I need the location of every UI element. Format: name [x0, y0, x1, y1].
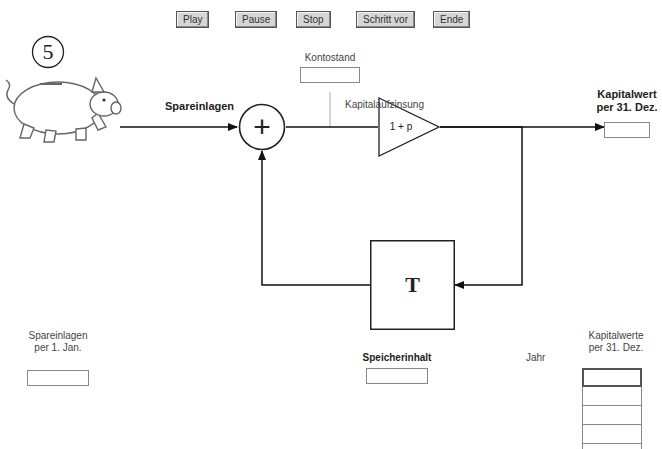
- signal-wire: [262, 151, 370, 285]
- step-button: Schritt vor: [356, 11, 415, 28]
- value-box: [604, 122, 650, 138]
- field-label: Spareinlagen per 1. Jan.: [20, 330, 96, 354]
- value-table: [582, 368, 650, 449]
- button-label: Play: [183, 14, 202, 25]
- memory-field: Speicherinhalt: [352, 352, 442, 384]
- step-number: 5: [31, 35, 65, 69]
- piggy-bank: [6, 78, 121, 142]
- field-label: Speicherinhalt: [352, 352, 442, 364]
- capital-table: Kapitalwerte per 31. Dez.: [582, 330, 650, 449]
- field-label: Kapitalwert per 31. Dez.: [594, 88, 660, 114]
- stop-button: Stop: [296, 11, 331, 28]
- adder-circle: +: [238, 103, 286, 151]
- block-label: Kapitalaufzinsung: [345, 99, 424, 110]
- symbol-label: 1 + p: [390, 121, 413, 133]
- year-label: Jahr: [526, 352, 545, 363]
- balance-field: Kontostand: [290, 52, 370, 83]
- button-label: Pause: [242, 14, 270, 25]
- end-button: Ende: [433, 11, 470, 28]
- deposit-field: Spareinlagen per 1. Jan.: [20, 330, 96, 386]
- symbol-label: 5: [43, 40, 54, 64]
- field-label: Kontostand: [290, 52, 370, 64]
- value-box: [366, 368, 428, 384]
- play-button: Play: [176, 11, 209, 28]
- capital-field: Kapitalwert per 31. Dez.: [594, 88, 660, 138]
- input-label: Spareinlagen: [165, 100, 234, 112]
- table-cell: [582, 406, 642, 425]
- symbol-label: T: [405, 273, 420, 297]
- table-cell: [582, 387, 642, 406]
- input-wire: [120, 126, 237, 128]
- button-label: Schritt vor: [363, 14, 408, 25]
- button-label: Ende: [440, 14, 463, 25]
- symbol-label: +: [253, 111, 271, 143]
- field-label: Kapitalwerte per 31. Dez.: [582, 330, 650, 354]
- signal-wire: [286, 126, 378, 128]
- value-box: [300, 67, 360, 83]
- table-cell: [582, 368, 642, 387]
- button-label: Stop: [303, 14, 324, 25]
- tap-line: [330, 92, 331, 127]
- pause-button: Pause: [235, 11, 277, 28]
- delay-box: T: [370, 240, 455, 330]
- value-box: [27, 370, 89, 386]
- table-cell: [582, 425, 642, 444]
- table-cell: [582, 444, 642, 449]
